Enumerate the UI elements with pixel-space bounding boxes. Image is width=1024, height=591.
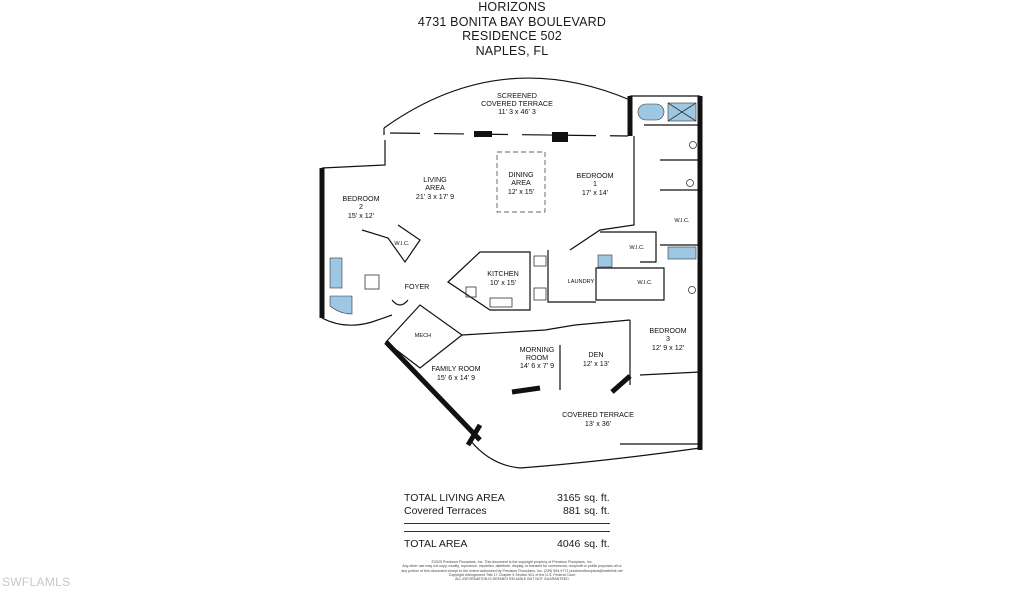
total-area-label: TOTAL AREA xyxy=(404,538,468,550)
bedroom2-label: BEDROOM xyxy=(342,194,379,203)
wic-label-hall: W.I.C. xyxy=(629,245,645,251)
living-area-label-2: AREA xyxy=(425,183,445,192)
screened-terrace-dims: 11' 3 x 46' 3 xyxy=(498,107,536,116)
kitchen-island xyxy=(447,251,531,311)
total-area-value: 4046 xyxy=(557,538,581,550)
morning-room-dims: 14' 6 x 7' 9 xyxy=(520,361,554,370)
bedroom1-label: BEDROOM xyxy=(576,171,613,180)
living-area-label: LIVING xyxy=(423,175,447,184)
area-totals-table: TOTAL LIVING AREA 3165 sq. ft. Covered T… xyxy=(404,492,610,551)
residence-number: RESIDENCE 502 xyxy=(462,29,562,43)
kitchen-dims: 10' x 15' xyxy=(490,278,517,287)
bedroom2-wic-walls xyxy=(361,224,421,264)
total-living-area-label: TOTAL LIVING AREA xyxy=(404,492,505,504)
covered-terraces-value: 881 xyxy=(563,504,581,517)
dining-area-label: DINING xyxy=(508,170,534,179)
living-area-dims: 21' 3 x 17' 9 xyxy=(416,192,454,201)
screened-terrace-arc xyxy=(383,77,631,129)
morning-room-label: MORNING xyxy=(520,345,555,354)
dining-table-outline xyxy=(496,151,546,213)
bedroom2-number: 2 xyxy=(359,202,363,211)
address: 4731 BONITA BAY BOULEVARD xyxy=(417,14,607,29)
wic-label-bedroom3: W.I.C. xyxy=(637,280,653,286)
dining-area-label-2: AREA xyxy=(511,178,531,187)
dining-area-dims: 12' x 15' xyxy=(508,187,535,196)
total-area-unit: sq. ft. xyxy=(584,538,610,550)
bedroom1-number: 1 xyxy=(593,179,597,188)
totals-divider-2 xyxy=(404,531,610,532)
bedroom1-dims: 17' x 14' xyxy=(582,188,609,197)
wic-label-bedroom2: W.I.C. xyxy=(394,241,410,247)
laundry-label: LAUNDRY xyxy=(568,279,595,285)
morning-room-label-2: ROOM xyxy=(526,353,548,362)
family-room-dims: 15' 6 x 14' 9 xyxy=(437,373,475,382)
bedroom3-dims: 12' 9 x 12' xyxy=(652,343,685,352)
bedroom3-number: 3 xyxy=(666,334,670,343)
total-living-area-unit: sq. ft. xyxy=(584,492,610,504)
foyer-label: FOYER xyxy=(405,282,430,291)
screened-terrace-label: SCREENED xyxy=(497,91,537,100)
family-room-label: FAMILY ROOM xyxy=(431,364,480,373)
mls-watermark: SWFLAMLS xyxy=(2,575,71,589)
city-state: NAPLES, FL xyxy=(475,43,549,58)
mech-label: MECH xyxy=(415,333,431,339)
den-label: DEN xyxy=(588,350,603,359)
totals-divider xyxy=(404,523,610,524)
bedroom3-label: BEDROOM xyxy=(649,326,686,335)
covered-terraces-row: Covered Terraces 881 sq. ft. xyxy=(404,505,610,518)
kitchen-label: KITCHEN xyxy=(487,269,519,278)
covered-terrace-dims: 13' x 36' xyxy=(585,419,612,428)
copyright-notice: ©2025 Precision Floorplans, Inc. This do… xyxy=(401,560,623,582)
plan-title-block: HORIZONS 4731 BONITA BAY BOULEVARD RESID… xyxy=(0,0,1024,58)
wic-label-bedroom1: W.I.C. xyxy=(674,218,690,224)
covered-terrace-edge xyxy=(469,439,701,469)
covered-terraces-label: Covered Terraces xyxy=(404,504,487,517)
covered-terrace-label: COVERED TERRACE xyxy=(562,410,634,419)
total-living-area-value: 3165 xyxy=(557,492,581,504)
total-living-area-row: TOTAL LIVING AREA 3165 sq. ft. xyxy=(404,492,610,505)
bedroom2-dims: 15' x 12' xyxy=(348,211,375,220)
screened-terrace-label-2: COVERED TERRACE xyxy=(481,99,553,108)
den-dims: 12' x 13' xyxy=(583,359,610,368)
covered-terraces-unit: sq. ft. xyxy=(584,504,610,517)
total-area-row: TOTAL AREA 4046 sq. ft. xyxy=(404,538,610,551)
building-name: HORIZONS xyxy=(478,0,546,14)
